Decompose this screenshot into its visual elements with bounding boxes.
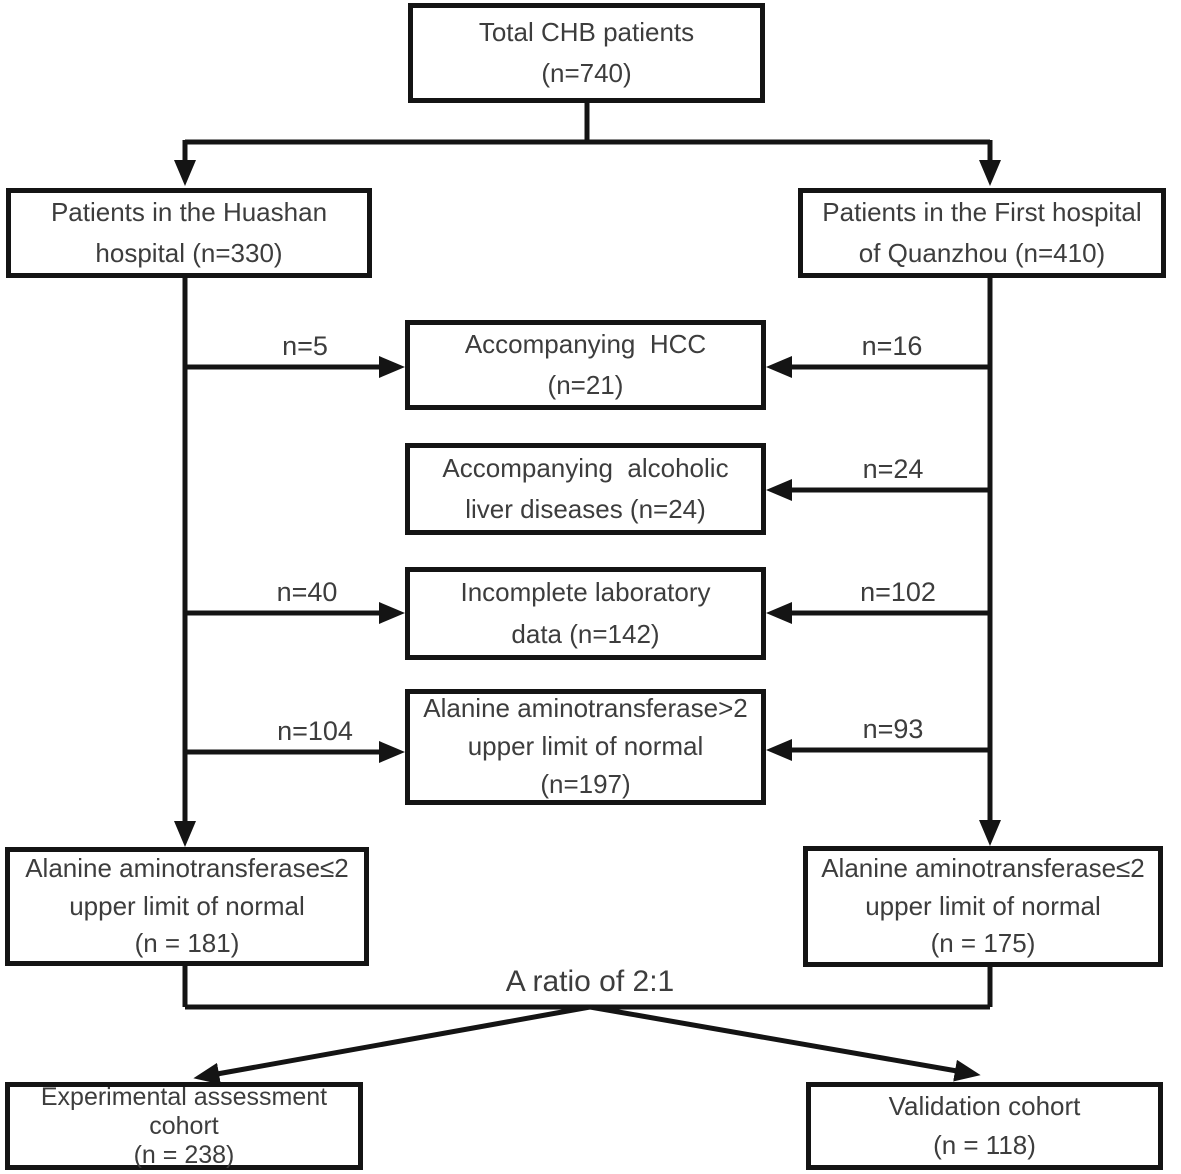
node-text-line: Alanine aminotransferase≤2 <box>821 852 1145 883</box>
node-text-line: (n = 238) <box>133 1140 235 1169</box>
node-text-line: liver diseases (n=24) <box>465 494 706 524</box>
edge-label-alcoholic-right: n=24 <box>862 454 924 484</box>
arrow-ratio-to-experimental <box>193 1004 591 1085</box>
node-alt-below-2uln-huashan: Alanine aminotransferase≤2 upper limit o… <box>5 847 369 966</box>
node-text-line: Patients in the First hospital <box>822 196 1142 227</box>
node-text-line: hospital (n=330) <box>95 238 283 268</box>
edge-label-incomplete-right: n=102 <box>860 577 936 607</box>
edge-label-hcc-right: n=16 <box>861 331 923 361</box>
node-quanzhou-hospital: Patients in the First hospital of Quanzh… <box>798 188 1166 278</box>
node-text-line: cohort <box>149 1111 219 1140</box>
node-excluded-hcc: Accompanying HCC (n=21) <box>405 320 766 410</box>
node-text-line: Alanine aminotransferase≤2 <box>25 852 349 883</box>
node-text-line: Experimental assessment <box>40 1082 328 1111</box>
node-excluded-incomplete-data: Incomplete laboratory data (n=142) <box>405 567 766 660</box>
node-text-line: (n=740) <box>541 58 632 88</box>
node-text-line: Patients in the Huashan <box>50 196 328 227</box>
node-excluded-alt-above-2uln: Alanine aminotransferase>2 upper limit o… <box>405 689 766 805</box>
node-experimental-assessment-cohort: Experimental assessment cohort (n = 238) <box>5 1082 363 1170</box>
node-text-line: of Quanzhou (n=410) <box>858 238 1106 268</box>
node-alt-below-2uln-quanzhou: Alanine aminotransferase≤2 upper limit o… <box>803 846 1163 967</box>
node-text-line: upper limit of normal <box>69 890 305 921</box>
node-validation-cohort: Validation cohort (n = 118) <box>806 1082 1163 1170</box>
node-text-line: (n = 175) <box>930 928 1036 959</box>
node-huashan-hospital: Patients in the Huashan hospital (n=330) <box>6 188 372 278</box>
node-text-line: Alanine aminotransferase>2 <box>423 693 748 724</box>
node-text-line: upper limit of normal <box>865 890 1101 921</box>
node-text-line: Incomplete laboratory <box>460 577 711 608</box>
edge-label-incomplete-left: n=40 <box>276 577 338 607</box>
node-text-line: (n = 181) <box>134 928 240 959</box>
node-text-line: Validation cohort <box>888 1091 1081 1121</box>
node-total-chb-patients: Total CHB patients (n=740) <box>408 3 765 103</box>
node-text-line: (n = 118) <box>933 1130 1036 1160</box>
edge-label-alt-high-right: n=93 <box>862 714 924 744</box>
arrow-ratio-to-validation <box>589 1004 981 1082</box>
node-text-line: upper limit of normal <box>467 731 704 762</box>
edge-label-alt-high-left: n=104 <box>277 716 353 746</box>
edge-label-split-ratio: A ratio of 2:1 <box>505 965 675 998</box>
node-text-line: (n=197) <box>540 768 631 799</box>
node-text-line: Total CHB patients <box>478 16 695 47</box>
node-text-line: Accompanying HCC <box>464 328 707 359</box>
node-text-line: data (n=142) <box>511 618 660 649</box>
node-text-line: Accompanying alcoholic <box>442 452 729 483</box>
edge-label-hcc-left: n=5 <box>282 331 328 361</box>
node-excluded-alcoholic-liver-disease: Accompanying alcoholic liver diseases (n… <box>405 443 766 535</box>
node-text-line: (n=21) <box>547 370 624 400</box>
